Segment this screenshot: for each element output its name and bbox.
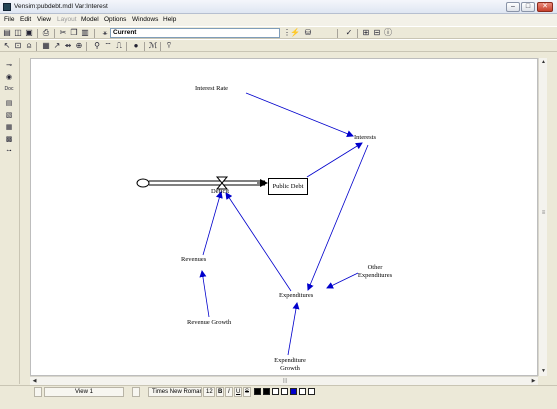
equations-icon[interactable]: ⊟ bbox=[373, 28, 381, 37]
var-revenue-growth[interactable]: Revenue Growth bbox=[187, 319, 232, 326]
var-expenditures[interactable]: Expenditures bbox=[279, 292, 314, 299]
title-bar: Vensim:pubdebt.mdl Var:Interest – □ ✕ bbox=[0, 0, 557, 14]
fill-color-swatch[interactable] bbox=[272, 388, 279, 395]
var-interests[interactable]: Interests bbox=[354, 134, 377, 141]
menu-file[interactable]: File bbox=[4, 16, 15, 23]
scroll-right-icon[interactable]: ▶ bbox=[531, 378, 536, 384]
pointer-icon[interactable]: ↖ bbox=[3, 41, 11, 50]
view-prev-icon[interactable] bbox=[34, 387, 42, 397]
horizontal-scrollbar[interactable]: ◀ ||| ▶ bbox=[30, 376, 538, 385]
shape-style-icon[interactable] bbox=[281, 388, 288, 395]
line-style-icon[interactable] bbox=[299, 388, 306, 395]
shadow-variable-icon[interactable]: ⊕ bbox=[75, 41, 83, 50]
analysis-palette: ⊸ ◉ Doc ▤ ▧ ▦ ▩ ⊶ bbox=[0, 58, 20, 384]
delete-icon[interactable]: ● bbox=[133, 41, 139, 50]
window-title: Vensim:pubdebt.mdl Var:Interest bbox=[14, 3, 108, 10]
bold-button[interactable]: B bbox=[216, 387, 224, 397]
scroll-left-icon[interactable]: ◀ bbox=[32, 378, 37, 384]
var-other-expenditures[interactable]: Other Expenditures bbox=[357, 264, 393, 279]
arrow-color-swatch[interactable] bbox=[290, 388, 297, 395]
paste-icon[interactable]: ▥ bbox=[81, 28, 89, 37]
menu-layout[interactable]: Layout bbox=[57, 16, 77, 23]
menu-model[interactable]: Model bbox=[81, 16, 99, 23]
table-icon[interactable]: ▦ bbox=[5, 124, 13, 131]
window-bottom-edge bbox=[0, 398, 557, 409]
app-icon bbox=[3, 3, 11, 11]
unhide-icon[interactable]: ⎍ bbox=[116, 41, 122, 50]
lock-icon[interactable]: ⊡ bbox=[14, 41, 22, 50]
cut-icon[interactable]: ✂ bbox=[59, 28, 67, 37]
scroll-thumb[interactable]: ≡ bbox=[541, 210, 546, 216]
menu-view[interactable]: View bbox=[37, 16, 51, 23]
menu-windows[interactable]: Windows bbox=[132, 16, 159, 23]
hscroll-thumb[interactable]: ||| bbox=[283, 378, 287, 384]
close-button[interactable]: ✕ bbox=[537, 2, 553, 12]
font-name-field[interactable]: Times New Roman bbox=[148, 387, 202, 397]
var-interest-rate[interactable]: Interest Rate bbox=[195, 85, 229, 92]
scroll-up-icon[interactable]: ▲ bbox=[541, 59, 546, 65]
rate-icon[interactable]: ⇴ bbox=[64, 41, 72, 50]
sketch-comment-icon[interactable]: ⌔ bbox=[104, 41, 112, 50]
open-icon[interactable]: ◫ bbox=[14, 28, 22, 37]
text-color-swatch[interactable] bbox=[254, 388, 261, 395]
menu-bar: File Edit View Layout Model Options Wind… bbox=[0, 14, 557, 26]
diagram-links bbox=[136, 92, 369, 356]
reference-mode-icon[interactable]: ⍢ bbox=[166, 41, 172, 50]
run-icon[interactable]: ⚡ bbox=[290, 28, 300, 37]
set-run-icon[interactable]: ⚹ bbox=[102, 28, 108, 37]
cloud-source-icon bbox=[136, 178, 150, 188]
menu-options[interactable]: Options bbox=[104, 16, 127, 23]
variable-icon[interactable]: ⍝ bbox=[26, 41, 32, 50]
sketch-toolbar: ↖ ⊡ ⍝ ▦ ↗ ⇴ ⊕ ⚲ ⌔ ⎍ ● ℳ ⍢ bbox=[0, 39, 557, 52]
info-icon[interactable]: ⓘ bbox=[384, 28, 392, 37]
print-icon[interactable]: ⎙ bbox=[42, 28, 50, 37]
graph-icon[interactable]: ▤ bbox=[5, 100, 13, 107]
view-selector[interactable]: View 1 bbox=[44, 387, 124, 397]
dropdown-icon[interactable]: ⋮ bbox=[283, 28, 291, 37]
new-icon[interactable]: ▤ bbox=[3, 28, 11, 37]
uses-tree-icon[interactable]: ◉ bbox=[5, 74, 13, 81]
arrow-tool-icon[interactable]: ↗ bbox=[53, 41, 61, 50]
box-variable-icon[interactable]: ▦ bbox=[42, 41, 50, 50]
menu-help[interactable]: Help bbox=[163, 16, 177, 23]
table-time-down-icon[interactable]: ▩ bbox=[5, 136, 13, 143]
flow-deficit[interactable]: Deficit bbox=[211, 188, 230, 195]
causes-tree-icon[interactable]: ⊸ bbox=[6, 62, 12, 69]
underline-button[interactable]: U bbox=[234, 387, 242, 397]
italic-button[interactable]: I bbox=[225, 387, 233, 397]
arrow-style-icon[interactable] bbox=[308, 388, 315, 395]
vertical-scrollbar[interactable]: ▲ ≡ ▼ bbox=[538, 58, 547, 376]
run-name-input[interactable]: Current bbox=[110, 28, 280, 38]
minimize-button[interactable]: – bbox=[506, 2, 520, 12]
var-expenditure-growth[interactable]: Expenditure Growth bbox=[274, 357, 306, 372]
menu-edit[interactable]: Edit bbox=[20, 16, 32, 23]
sketch-format-bar: View 1 Times New Roman 12 B I U S bbox=[0, 385, 557, 398]
check-model-icon[interactable]: ✓ bbox=[345, 28, 353, 37]
font-size-field[interactable]: 12 bbox=[203, 387, 215, 397]
input-output-icon[interactable]: ⚲ bbox=[94, 41, 100, 50]
main-toolbar: ▤ ◫ ▣ ⎙ ✂ ❐ ▥ ⚹ Current ⋮ ⚡ ⛁ ✓ ⊞ ⊟ ⓘ bbox=[0, 26, 557, 39]
equations-tool-icon[interactable]: ℳ bbox=[148, 41, 158, 50]
flow-valve-icon bbox=[215, 176, 229, 190]
runs-compare-icon[interactable]: ⊶ bbox=[6, 148, 12, 154]
causes-strip-icon[interactable]: ▧ bbox=[5, 112, 13, 119]
copy-icon[interactable]: ❐ bbox=[70, 28, 78, 37]
maximize-button[interactable]: □ bbox=[521, 2, 535, 12]
units-icon[interactable]: ⊞ bbox=[362, 28, 370, 37]
stock-public-debt[interactable]: Public Debt bbox=[268, 178, 308, 195]
sketch-canvas[interactable]: Interest Rate Interests Public Debt Defi… bbox=[30, 58, 538, 376]
border-color-swatch[interactable] bbox=[263, 388, 270, 395]
save-icon[interactable]: ▣ bbox=[25, 28, 33, 37]
document-tool[interactable]: Doc bbox=[4, 86, 14, 92]
var-revenues[interactable]: Revenues bbox=[181, 256, 207, 263]
strike-button[interactable]: S bbox=[243, 387, 251, 397]
scroll-down-icon[interactable]: ▼ bbox=[541, 368, 546, 374]
sensitivity-icon[interactable]: ⛁ bbox=[304, 28, 312, 37]
view-next-icon[interactable] bbox=[132, 387, 140, 397]
